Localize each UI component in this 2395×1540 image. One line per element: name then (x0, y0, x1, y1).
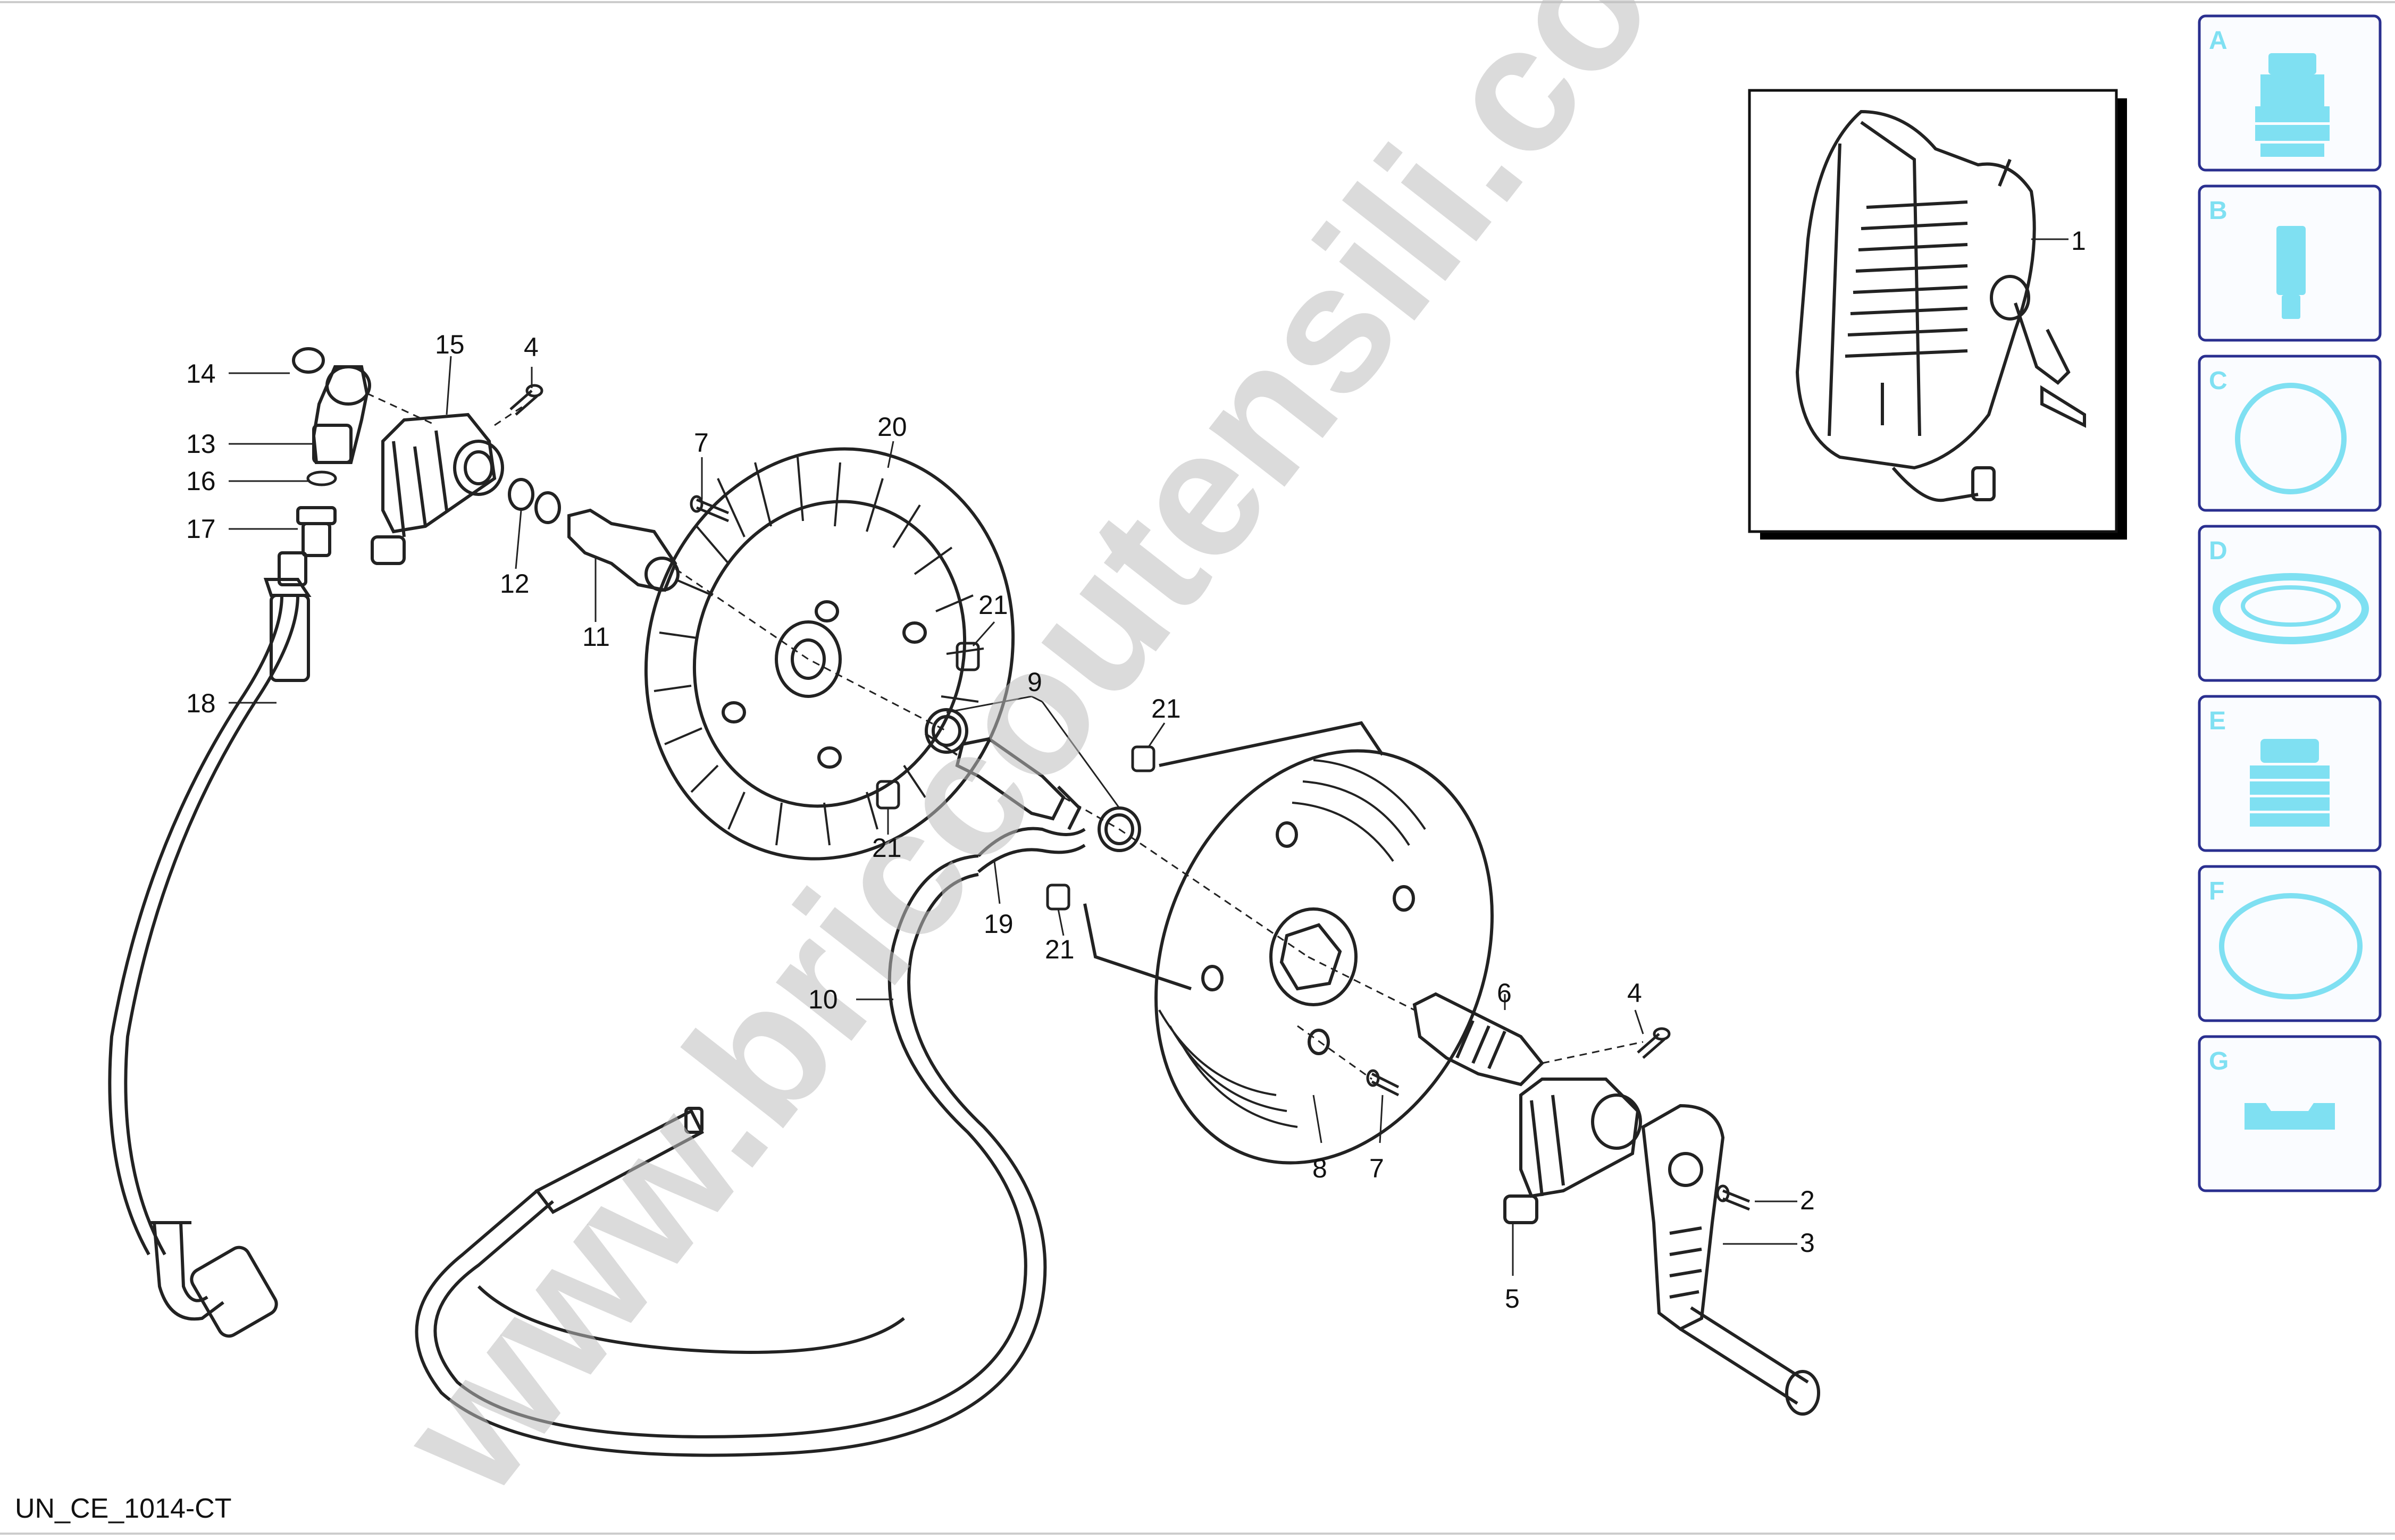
category-letter: D (2209, 537, 2227, 565)
part-21-pin (1046, 883, 1070, 911)
assembled-view-inset (1748, 89, 2127, 540)
callout-8: 8 (1312, 1154, 1327, 1183)
callout-11: 11 (582, 622, 610, 652)
callout-9: 9 (1027, 667, 1042, 697)
part-15-left-bracket (371, 413, 504, 565)
category-letter: B (2209, 197, 2227, 225)
cylinder-icon (2276, 226, 2306, 319)
part-8-reel-drum (1083, 721, 1494, 1165)
callout-16: 16 (186, 466, 216, 496)
category-letter: A (2209, 27, 2227, 55)
part-7-screw-lower (1366, 1069, 1400, 1097)
callout-17: 17 (186, 514, 216, 544)
callout-21-d: 21 (1045, 935, 1075, 964)
category-button-f[interactable]: F (2198, 865, 2382, 1022)
callout-13: 13 (186, 429, 216, 459)
callout-1: 1 (2071, 226, 2086, 256)
callout-6: 6 (1497, 978, 1512, 1008)
callout-19: 19 (984, 909, 1014, 939)
o-ring-icon (2219, 893, 2363, 999)
part-16-washer (306, 470, 337, 486)
callout-3: 3 (1800, 1228, 1815, 1258)
part-17-nipple (296, 506, 337, 557)
callout-7-lower: 7 (1369, 1154, 1384, 1183)
alignment-lines (366, 392, 1644, 1080)
part-20-reel-front-disc (644, 447, 1015, 861)
leader-lines (229, 356, 1797, 1276)
callout-12: 12 (500, 569, 530, 599)
callout-7-upper: 7 (694, 428, 709, 458)
callout-15: 15 (435, 330, 465, 359)
gasket-icon (2245, 1103, 2335, 1130)
diagram-code: UN_CE_1014-CT (15, 1493, 232, 1524)
snap-ring-icon (2235, 383, 2347, 494)
part-13-elbow-fitting (312, 365, 371, 464)
category-letter: G (2209, 1047, 2229, 1075)
category-letter: F (2209, 877, 2224, 905)
callout-18: 18 (186, 688, 216, 718)
part-11-swivel-joint (567, 508, 680, 592)
part-4-screw-upper (509, 384, 543, 416)
part-4-screw-lower (1637, 1027, 1671, 1059)
part-14-o-ring (292, 347, 325, 374)
part-18-connection-hose (108, 551, 312, 1338)
category-button-a[interactable]: A (2198, 14, 2382, 172)
part-21-pin (956, 642, 980, 671)
part-19-hose-connector (955, 737, 1086, 873)
category-button-g[interactable]: G (2198, 1035, 2382, 1192)
callout-21-a: 21 (978, 590, 1008, 620)
category-letter: E (2209, 707, 2226, 735)
callout-21-c: 21 (1151, 694, 1181, 723)
callout-14: 14 (186, 359, 216, 389)
category-sidebar: A B C (2198, 14, 2382, 1192)
watermark-text: www.briccoutensili.com (359, 0, 1790, 1530)
part-3-crank-handle (1641, 1104, 1820, 1416)
callout-10: 10 (808, 984, 838, 1014)
seal-ring-icon (2213, 573, 2369, 644)
part-21-pin (1131, 745, 1155, 772)
part-12-o-rings (508, 478, 561, 524)
callout-4-lower: 4 (1627, 978, 1642, 1008)
part-2-screw (1716, 1184, 1750, 1211)
category-button-b[interactable]: B (2198, 184, 2382, 342)
callout-5: 5 (1505, 1284, 1520, 1314)
category-button-e[interactable]: E (2198, 695, 2382, 852)
category-button-c[interactable]: C (2198, 355, 2382, 512)
reel-assembled-icon (1795, 110, 2086, 502)
callout-4-upper: 4 (524, 332, 539, 362)
threaded-nut-icon (2250, 739, 2330, 827)
part-10-main-hose (415, 854, 1047, 1457)
callout-20: 20 (877, 412, 907, 442)
coupling-icon (2255, 53, 2330, 157)
part-6-rear-swivel (1412, 992, 1545, 1087)
callout-21-b: 21 (872, 833, 902, 863)
category-button-d[interactable]: D (2198, 525, 2382, 682)
part-5-right-bracket (1503, 1078, 1642, 1224)
callout-2: 2 (1800, 1185, 1815, 1215)
category-letter: C (2209, 367, 2227, 395)
